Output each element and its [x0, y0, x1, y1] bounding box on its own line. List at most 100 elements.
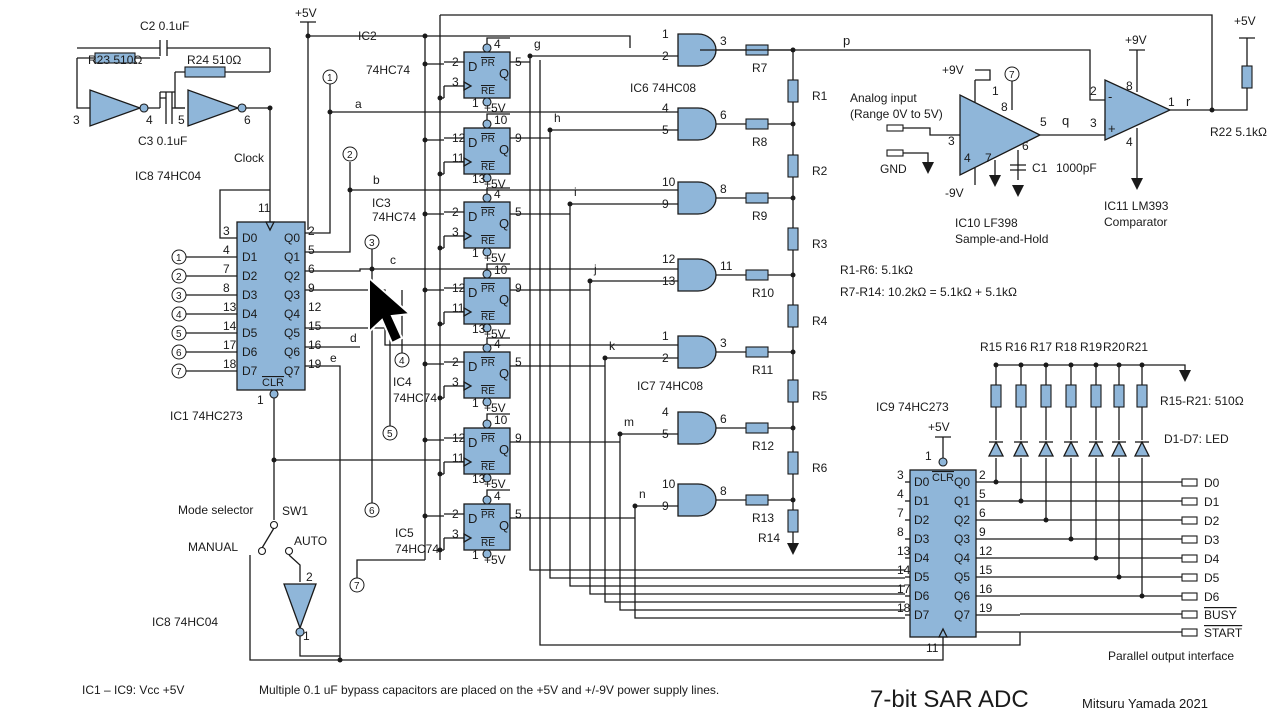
mouse-cursor-arrow-icon [368, 275, 413, 345]
led-resistor-16 [1015, 384, 1027, 408]
ground-icon [787, 543, 799, 555]
output-terminal-D1[interactable] [1181, 497, 1198, 506]
ic9-in-pin: 13 [897, 544, 911, 558]
c3-label: C3 0.1uF [138, 134, 187, 148]
series-resistor-label: R13 [752, 511, 774, 525]
svg-text:RE: RE [481, 462, 495, 473]
analog-input-terminal[interactable] [886, 124, 904, 132]
bypass-note: Multiple 0.1 uF bypass capacitors are pl… [259, 683, 719, 697]
series-resistor-13 [745, 494, 769, 506]
led-column-7: R21 [1126, 340, 1151, 457]
sw1-label: SW1 [282, 504, 308, 518]
svg-text:13: 13 [472, 172, 486, 186]
ic1-input-label: D3 [242, 288, 258, 302]
ic9-in-pin: 18 [897, 601, 911, 615]
ic1-out-pin: 15 [308, 319, 322, 333]
svg-text:11: 11 [720, 259, 733, 273]
output-terminal-start[interactable] [1181, 628, 1198, 637]
svg-text:+5V: +5V [484, 101, 506, 115]
svg-text:74HC74: 74HC74 [366, 63, 410, 77]
svg-text:4: 4 [662, 405, 669, 419]
svg-text:e: e [330, 351, 337, 365]
ground-icon [1012, 185, 1024, 197]
mode-selector: Mode selector SW1 MANUAL AUTO 2 1 IC8 74… [152, 398, 440, 657]
output-terminal-busy[interactable] [1181, 610, 1198, 619]
led-resistor-label: R19 [1080, 340, 1102, 354]
output-terminal-D0[interactable] [1181, 478, 1198, 487]
svg-text:PR: PR [481, 510, 495, 521]
gate-net-label: n [639, 487, 646, 501]
svg-text:5: 5 [178, 113, 185, 127]
ic9-input-label: D1 [914, 494, 930, 508]
series-resistor-8 [745, 118, 769, 130]
ic9-input-label: D3 [914, 532, 930, 546]
svg-text:b: b [373, 173, 380, 187]
svg-text:4: 4 [176, 310, 182, 321]
svg-text:3: 3 [452, 75, 459, 89]
ic9-input-label: D5 [914, 570, 930, 584]
led-resistor-label: R21 [1126, 340, 1148, 354]
output-terminal-D5[interactable] [1181, 573, 1198, 582]
svg-text:4: 4 [494, 337, 501, 351]
ladder-resistor-1 [787, 79, 799, 103]
r23-text: R23 510Ω [88, 53, 142, 67]
led-resistor-label: R15 [980, 340, 1002, 354]
sw1-lever[interactable] [261, 527, 275, 549]
ic1-in-pin: 18 [223, 357, 237, 371]
output-terminal-D6[interactable] [1181, 592, 1198, 601]
led-column-1: R15 [980, 340, 1005, 457]
ic8-inverter-c [283, 583, 317, 630]
svg-text:11: 11 [926, 641, 939, 655]
svg-text:Q: Q [499, 292, 509, 307]
ic1-feedback-wires: 1 2 a b c d e IC2 74HC74 IC3 74HC74 IC4 … [305, 14, 1213, 660]
svg-text:11: 11 [258, 201, 271, 215]
r23-resistor [94, 52, 136, 64]
output-terminal-D4[interactable] [1181, 554, 1198, 563]
svg-text:+5V: +5V [484, 477, 506, 491]
svg-text:3: 3 [948, 134, 955, 148]
svg-text:1: 1 [662, 27, 669, 41]
ic9-output-label: Q3 [954, 532, 970, 546]
ic9-in-pin: 8 [897, 525, 904, 539]
gnd-terminal[interactable] [886, 149, 904, 157]
svg-text:8: 8 [1001, 100, 1008, 114]
svg-text:74HC74: 74HC74 [395, 542, 439, 556]
svg-text:9: 9 [515, 281, 522, 295]
output-terminal-D2[interactable] [1181, 516, 1198, 525]
sw1-common-terminal[interactable] [269, 520, 279, 530]
sw1-manual-terminal[interactable] [257, 546, 267, 556]
svg-text:PR: PR [481, 58, 495, 69]
svg-text:D: D [468, 435, 477, 450]
ladder-resistor-4 [787, 304, 799, 328]
ic1-output-label: Q1 [284, 250, 300, 264]
ic9-output-label: Q5 [954, 570, 970, 584]
ic6-label: IC6 74HC08 [630, 81, 696, 95]
sw1-auto-terminal[interactable] [284, 546, 294, 556]
ic1-output-label: Q2 [284, 269, 300, 283]
ic1-label: IC1 74HC273 [170, 409, 243, 423]
svg-text:1: 1 [303, 629, 310, 643]
output-terminal-D3[interactable] [1181, 535, 1198, 544]
svg-text:1: 1 [176, 253, 182, 264]
svg-text:12: 12 [662, 252, 676, 266]
svg-text:6: 6 [720, 412, 727, 426]
ic9-input-label: D0 [914, 475, 930, 489]
svg-text:10: 10 [494, 413, 508, 427]
ic1-out-pin: 12 [308, 300, 322, 314]
svg-text:7: 7 [176, 367, 182, 378]
svg-text:d: d [350, 331, 357, 345]
led-diode-icon [1133, 440, 1151, 457]
ic9-out-pin: 16 [979, 582, 993, 596]
svg-text:1: 1 [257, 393, 264, 407]
svg-text:Sample-and-Hold: Sample-and-Hold [955, 232, 1048, 246]
svg-text:5: 5 [515, 507, 522, 521]
ic8-inverter-b [187, 89, 240, 127]
svg-text:3: 3 [452, 527, 459, 541]
